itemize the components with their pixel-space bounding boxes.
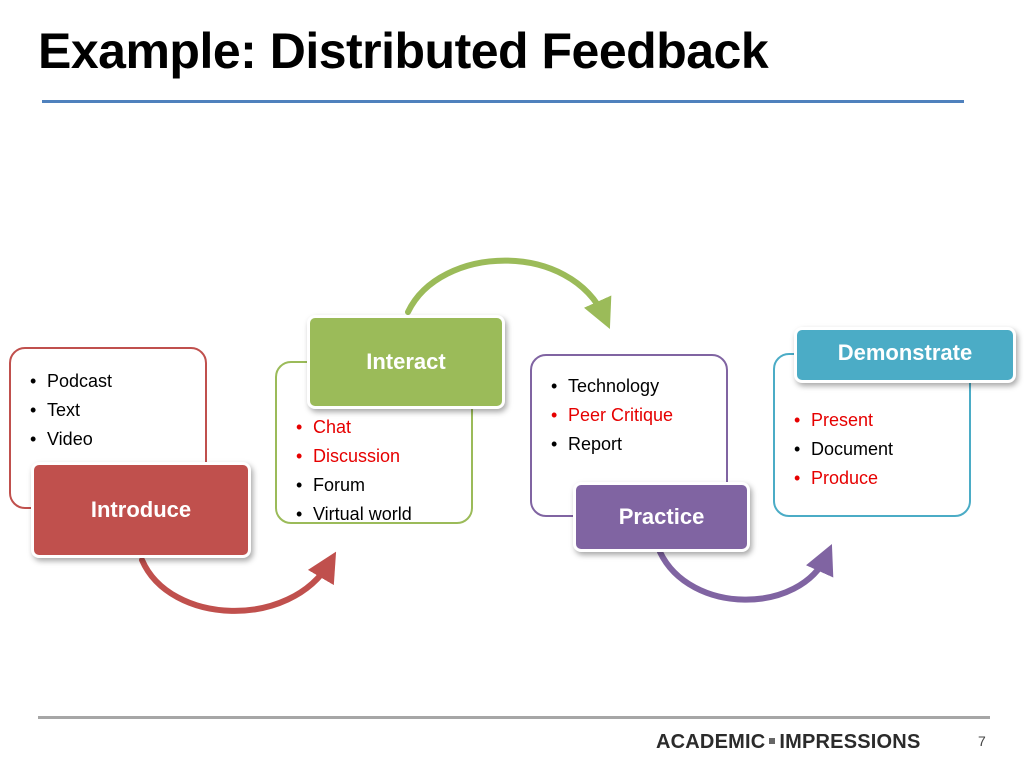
demonstrate-item: Produce: [794, 464, 969, 493]
practice-item-list: Technology Peer Critique Report: [551, 372, 726, 459]
practice-item: Technology: [551, 372, 726, 401]
interact-item: Discussion: [296, 442, 471, 471]
introduce-item: Podcast: [30, 367, 205, 396]
interact-stage-label: Interact: [307, 315, 505, 409]
introduce-item: Text: [30, 396, 205, 425]
interact-item-list: Chat Discussion Forum Virtual world: [296, 413, 471, 529]
academic-impressions-logo: ACADEMIC IMPRESSIONS: [656, 731, 921, 754]
interact-item: Chat: [296, 413, 471, 442]
practice-stage-label: Practice: [573, 482, 750, 552]
title-underline: [42, 100, 964, 103]
arrow-interact-to-practice: [405, 257, 612, 329]
interact-item: Forum: [296, 471, 471, 500]
demonstrate-item: Document: [794, 435, 969, 464]
slide-title: Example: Distributed Feedback: [38, 23, 769, 79]
introduce-stage-label: Introduce: [31, 462, 251, 558]
logo-separator-icon: [769, 737, 776, 744]
logo-word-impressions: IMPRESSIONS: [779, 731, 921, 753]
introduce-item: Video: [30, 425, 205, 454]
demonstrate-stage-label: Demonstrate: [794, 327, 1016, 383]
arrow-introduce-to-interact: [139, 551, 337, 614]
demonstrate-item-list: Present Document Produce: [794, 406, 969, 493]
interact-item: Virtual world: [296, 500, 471, 529]
introduce-item-list: Podcast Text Video: [30, 367, 205, 454]
logo-word-academic: ACADEMIC: [656, 731, 766, 753]
demonstrate-item: Present: [794, 406, 969, 435]
page-number: 7: [978, 733, 986, 749]
footer-divider: [38, 716, 990, 719]
practice-item: Report: [551, 430, 726, 459]
arrow-practice-to-demonstrate: [657, 544, 834, 603]
practice-item: Peer Critique: [551, 401, 726, 430]
